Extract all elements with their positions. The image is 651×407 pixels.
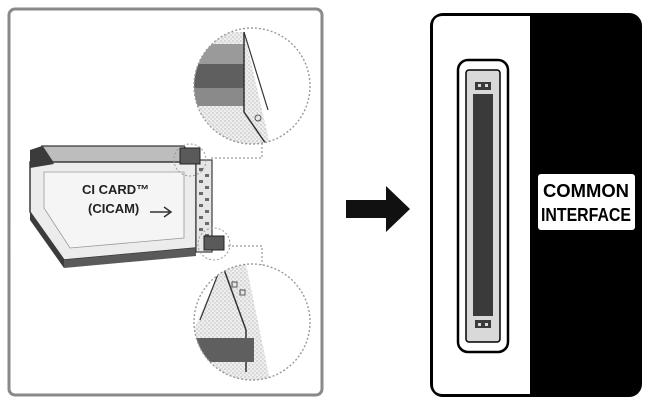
card-label-line1: CI CARD™: [82, 182, 149, 197]
card-panel: CI CARD™ (CICAM): [7, 7, 324, 397]
slot-label-box: [538, 174, 635, 230]
bottom-callout-line: [228, 245, 263, 268]
top-magnifier: [193, 27, 311, 145]
insert-direction-icon: [150, 206, 173, 218]
card-label-line2: (CICAM): [88, 201, 139, 216]
bottom-magnifier: [193, 263, 311, 381]
zoom-detail-icon: [173, 143, 207, 177]
right-arrow-icon: [346, 186, 410, 232]
ci-slot-icon: [456, 58, 510, 354]
ci-card-icon: [29, 145, 225, 268]
tv-panel: COMMON INTERFACE: [430, 13, 642, 397]
zoom-detail-icon: [197, 227, 231, 261]
slot-label-line1: COMMON: [543, 181, 629, 201]
slot-label-line2: INTERFACE: [541, 205, 631, 225]
